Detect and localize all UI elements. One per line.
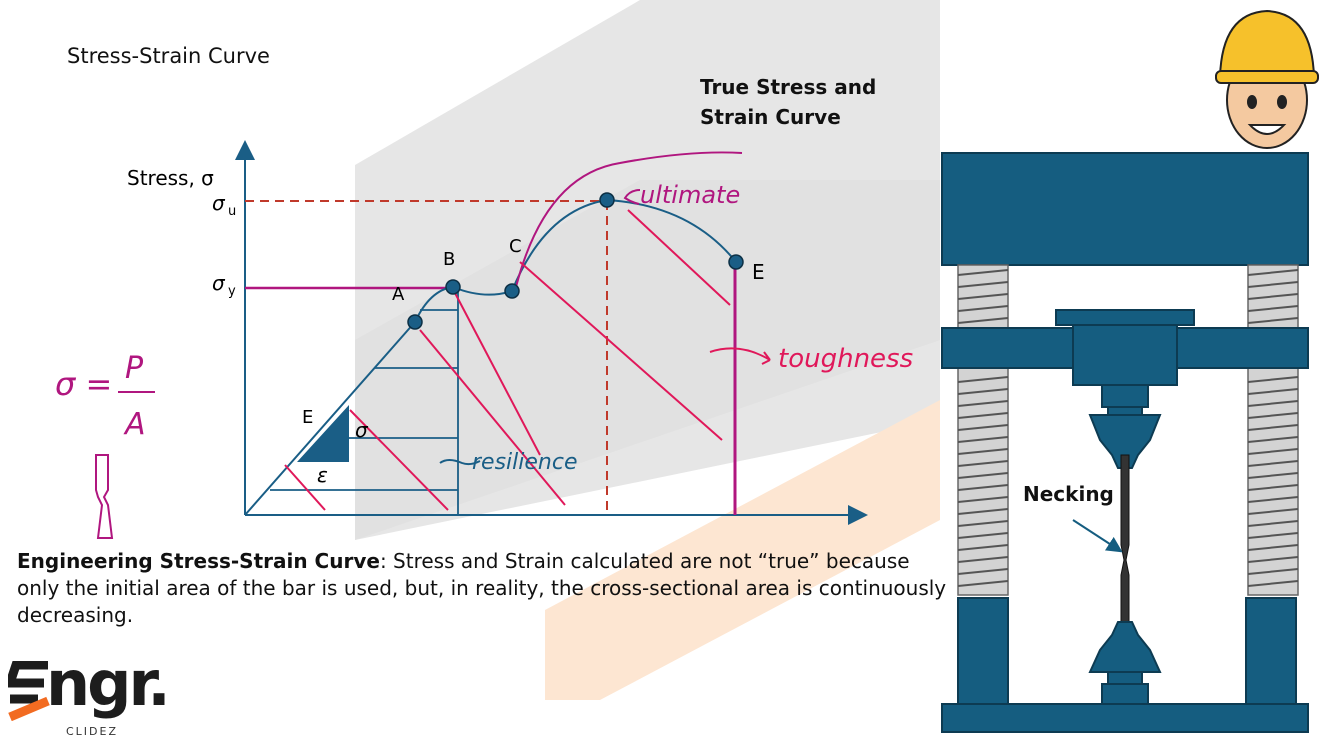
sigma-y-symbol: σ bbox=[212, 271, 226, 295]
right-screw bbox=[1247, 264, 1299, 596]
point-a-label: A bbox=[392, 284, 405, 305]
machine-top-crosshead bbox=[941, 152, 1309, 266]
engineering-curve bbox=[244, 198, 737, 516]
formula-denominator: A bbox=[123, 407, 146, 442]
point-c-marker bbox=[504, 283, 520, 299]
engineer-avatar bbox=[1215, 9, 1319, 149]
avatar-helmet-brim bbox=[1215, 70, 1319, 84]
watermark-orange-band bbox=[545, 400, 940, 700]
right-column bbox=[1245, 597, 1297, 707]
specimen bbox=[1120, 454, 1130, 641]
true-curve-title-line2: Strain Curve bbox=[700, 105, 841, 129]
logo-subtitle: CLIDEZ bbox=[66, 725, 119, 738]
triangle-epsilon-label: ε bbox=[317, 463, 328, 487]
sigma-u-subscript: u bbox=[228, 204, 236, 219]
true-stress-curve bbox=[515, 151, 743, 288]
load-cell bbox=[1072, 324, 1178, 386]
point-c-label: C bbox=[509, 236, 522, 257]
tensile-testing-machine bbox=[941, 152, 1309, 733]
y-axis-label: Stress, σ bbox=[127, 166, 214, 190]
lower-grip-stem bbox=[1107, 671, 1143, 685]
formula-lhs: σ = bbox=[55, 365, 112, 403]
stress-strain-diagram: Stress, σ σ u σ y A B C E E σ ε ultimate… bbox=[55, 140, 913, 539]
pink-hatch-lines bbox=[284, 209, 731, 511]
resilience-hatching bbox=[270, 288, 459, 515]
avatar-smile bbox=[1247, 124, 1287, 135]
slide-title: Stress-Strain Curve bbox=[67, 44, 270, 68]
sigma-y-subscript: y bbox=[228, 284, 236, 299]
true-curve-title: True Stress and Strain Curve bbox=[700, 72, 900, 132]
resilience-arrow bbox=[439, 459, 481, 466]
engr-logo: ngr. CLIDEZ bbox=[8, 647, 208, 745]
necking-label: Necking bbox=[1023, 482, 1114, 506]
avatar-helmet bbox=[1218, 9, 1316, 78]
ultimate-annotation: ultimate bbox=[640, 181, 740, 209]
crosshead-top-plate bbox=[1055, 309, 1195, 326]
avatar-eye-left bbox=[1247, 95, 1257, 109]
point-e-label: E bbox=[752, 260, 765, 284]
upper-grip-neck bbox=[1107, 406, 1143, 416]
avatar-eye-right bbox=[1277, 95, 1287, 109]
true-curve-title-line1: True Stress and bbox=[700, 75, 877, 99]
upper-grip bbox=[1088, 414, 1162, 469]
modulus-triangle bbox=[297, 405, 349, 462]
upper-grip-stem bbox=[1101, 384, 1149, 408]
engineering-curve-description: Engineering Stress-Strain Curve: Stress … bbox=[17, 548, 947, 629]
necked-specimen-sketch bbox=[95, 454, 114, 539]
ultimate-point-marker bbox=[599, 192, 615, 208]
point-b-marker bbox=[445, 279, 461, 295]
description-bold: Engineering Stress-Strain Curve bbox=[17, 549, 380, 573]
lower-grip-base bbox=[1101, 683, 1149, 705]
machine-base bbox=[941, 703, 1309, 733]
logo-text: ngr. bbox=[46, 647, 171, 720]
ultimate-arrow bbox=[623, 189, 641, 205]
point-b-label: B bbox=[443, 249, 455, 270]
toughness-annotation: toughness bbox=[778, 344, 913, 374]
left-screw bbox=[957, 264, 1009, 596]
formula-numerator: P bbox=[125, 351, 144, 386]
left-column bbox=[957, 597, 1009, 707]
description-text: : Stress and Strain calculated are not “… bbox=[17, 549, 947, 627]
resilience-annotation: resilience bbox=[472, 450, 578, 475]
modulus-label: E bbox=[302, 407, 313, 428]
necking-pointer bbox=[1072, 519, 1123, 553]
watermark-gray-band-2 bbox=[355, 180, 940, 540]
logo-e-mark bbox=[8, 661, 50, 721]
toughness-arrow bbox=[709, 347, 771, 365]
lower-grip bbox=[1088, 621, 1162, 673]
point-e-marker bbox=[728, 254, 744, 270]
sigma-u-symbol: σ bbox=[212, 191, 226, 215]
triangle-sigma-label: σ bbox=[355, 418, 369, 442]
point-a-marker bbox=[407, 314, 423, 330]
